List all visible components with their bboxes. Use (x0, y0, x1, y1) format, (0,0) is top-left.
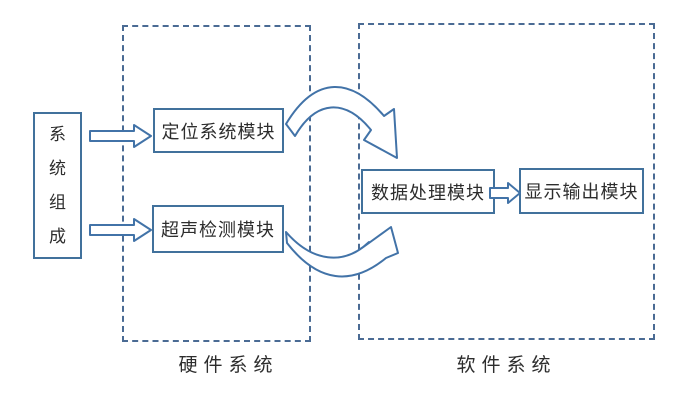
module-display-output-label: 显示输出模块 (524, 182, 639, 202)
module-data-processing-label: 数据处理模块 (371, 182, 485, 203)
module-ultrasonic-label: 超声检测模块 (161, 220, 275, 240)
software-group-frame (358, 23, 655, 340)
hardware-group-label: 硬件系统 (178, 355, 279, 376)
module-positioning-system: 定位系统模块 (153, 108, 284, 153)
system-composition-char: 成 (49, 226, 66, 246)
system-composition-box: 系 统 组 成 (33, 112, 82, 259)
module-display-output: 显示输出模块 (519, 168, 644, 214)
module-positioning-label: 定位系统模块 (161, 121, 276, 142)
module-data-processing: 数据处理模块 (361, 169, 495, 214)
system-composition-char: 统 (49, 158, 66, 178)
system-composition-char: 系 (49, 124, 66, 144)
software-group-label: 软件系统 (456, 355, 557, 376)
system-composition-char: 组 (49, 192, 66, 212)
hardware-group-frame (122, 25, 311, 342)
module-ultrasonic-detection: 超声检测模块 (152, 205, 284, 253)
